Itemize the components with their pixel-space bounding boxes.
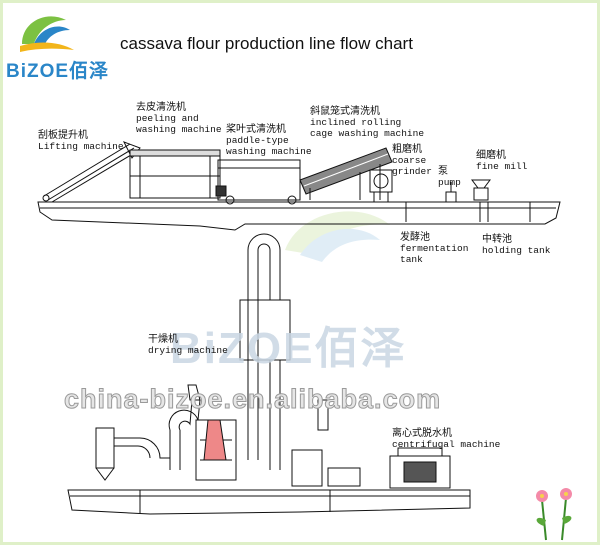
fermentation-tank-label: 发酵池 fermentation tank	[400, 232, 469, 265]
lower-floor	[67, 489, 471, 515]
coarse-grinder-shape	[369, 169, 393, 202]
peeling-machine-label: 去皮清洗机 peeling and washing machine	[136, 102, 222, 135]
pump-shape	[445, 182, 457, 203]
lifting-machine-shape	[42, 141, 141, 203]
paddle-washing-machine-shape	[215, 159, 301, 205]
heater-shape	[291, 399, 361, 487]
centrifugal-machine-shape	[389, 447, 451, 489]
watermark-logo: BiZOE佰泽	[170, 324, 407, 373]
rolling-cage-washer-shape	[299, 147, 393, 200]
drying-machine-label: 干燥机 drying machine	[148, 334, 228, 356]
logo-icon	[20, 16, 74, 52]
upper-floor	[37, 201, 561, 231]
watermark-url: china-bizoe.en.alibaba.com	[63, 384, 442, 415]
paddle-machine-label: 桨叶式清洗机 paddle-type washing machine	[226, 124, 312, 157]
fine-mill-shape	[471, 179, 491, 201]
drying-machine-shape	[168, 384, 237, 481]
cyclone-collector-shape	[95, 427, 170, 481]
fine-mill-label: 细磨机 fine mill	[476, 150, 528, 172]
peeling-washing-machine-shape	[129, 149, 221, 199]
flower-decoration-icon	[536, 488, 572, 541]
pump-label: 泵 pump	[438, 166, 461, 188]
page-title: cassava flour production line flow chart	[120, 34, 413, 53]
holding-tank-shape	[487, 202, 531, 222]
watermark-swoosh-icon	[285, 211, 390, 262]
centrifugal-machine-label: 离心式脱水机 centrifugal machine	[392, 428, 501, 450]
drying-pipe	[239, 233, 291, 470]
fermentation-tank-shape	[405, 202, 481, 222]
coarse-grinder-label: 粗磨机 coarse grinder	[392, 144, 432, 177]
company-logo: BiZOE佰泽	[6, 61, 110, 82]
rolling-cage-label: 斜鼠笼式清洗机 inclined rolling cage washing ma…	[310, 106, 425, 139]
holding-tank-label: 中转池 holding tank	[482, 234, 551, 256]
lifting-machine-label: 刮板提升机 Lifting machine	[38, 130, 124, 152]
